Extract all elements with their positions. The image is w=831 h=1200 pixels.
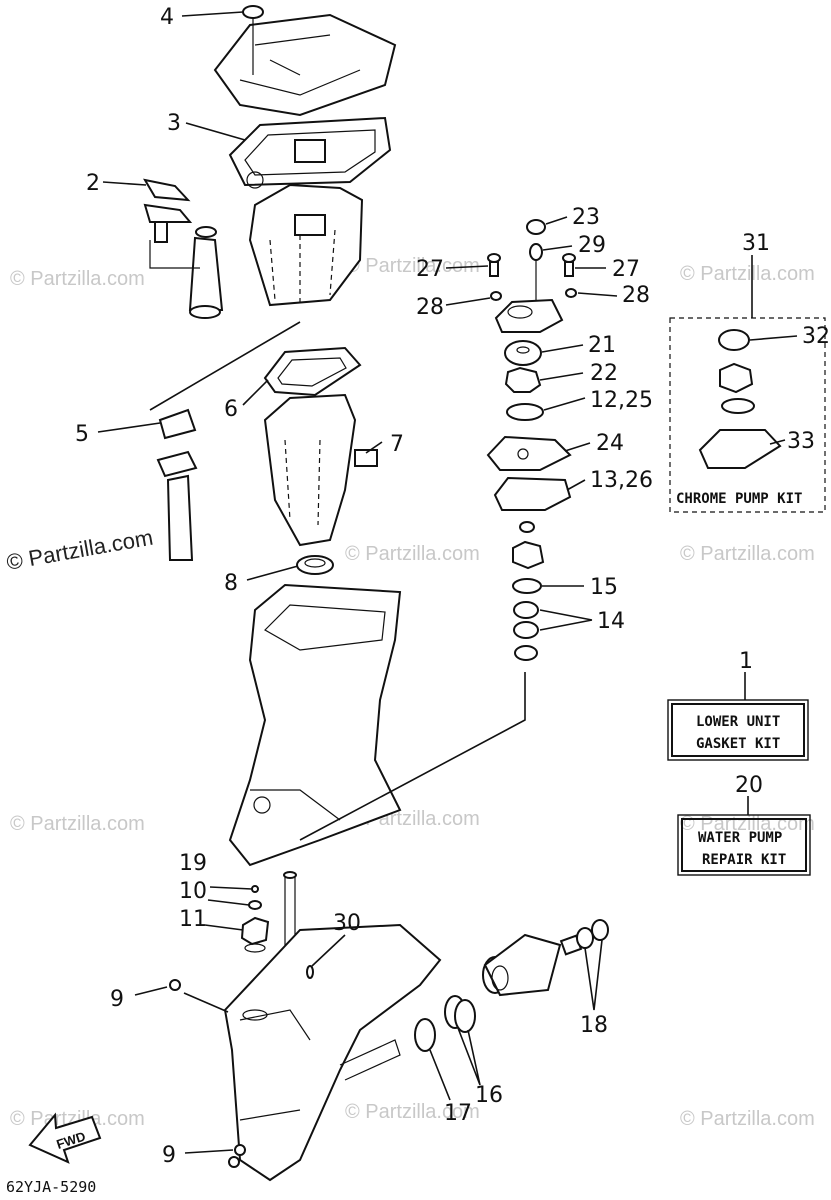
callout-16: 16 bbox=[475, 1083, 503, 1108]
chrome-pump-kit-box: CHROME PUMP KIT bbox=[669, 255, 826, 513]
callout-numbers: 4 3 2 5 6 7 8 9 9 19 10 11 30 23 29 27 2… bbox=[75, 5, 830, 1168]
part-upper-housing bbox=[248, 183, 364, 307]
water-pump-repair-kit-box: WATER PUMP REPAIR KIT bbox=[677, 796, 811, 876]
lower-unit-kit-line1: LOWER UNIT bbox=[696, 714, 780, 730]
callout-30: 30 bbox=[333, 911, 361, 936]
watermark: © Partzilla.com bbox=[10, 1108, 145, 1130]
callout-1: 1 bbox=[739, 649, 753, 674]
part-seal-8 bbox=[296, 555, 334, 575]
callout-33: 33 bbox=[787, 429, 815, 454]
callout-15: 15 bbox=[590, 575, 618, 600]
lower-unit-gasket-kit-box: LOWER UNIT GASKET KIT bbox=[667, 672, 809, 761]
callout-5: 5 bbox=[75, 422, 89, 447]
watermark: © Partzilla.com bbox=[345, 1101, 480, 1123]
callout-17: 17 bbox=[444, 1101, 472, 1126]
callout-28: 28 bbox=[416, 295, 444, 320]
callout-19: 19 bbox=[179, 851, 207, 876]
callout-3: 3 bbox=[167, 111, 181, 136]
part-gasket-5 bbox=[149, 321, 301, 561]
watermark: © Partzilla.com bbox=[5, 525, 155, 575]
water-pump-kit-line1: WATER PUMP bbox=[698, 830, 782, 846]
part-gasket-3 bbox=[228, 116, 392, 189]
fwd-arrow-icon: FWD bbox=[28, 1112, 102, 1164]
callout-23: 23 bbox=[572, 205, 600, 230]
part-bearing-housing bbox=[414, 919, 609, 1052]
callout-11: 11 bbox=[179, 907, 207, 932]
callout-27: 27 bbox=[416, 257, 444, 282]
callout-10: 10 bbox=[179, 879, 207, 904]
part-upper-plate bbox=[213, 5, 397, 117]
watermark: © Partzilla.com bbox=[680, 543, 815, 565]
callout-31: 31 bbox=[742, 231, 770, 256]
callout-7: 7 bbox=[390, 432, 404, 457]
water-pump-kit-line2: REPAIR KIT bbox=[702, 852, 786, 868]
callout-24: 24 bbox=[596, 431, 624, 456]
watermark: © Partzilla.com bbox=[10, 813, 145, 835]
watermark: © Partzilla.com bbox=[10, 268, 145, 290]
part-lower-case bbox=[169, 871, 442, 1182]
watermark: © Partzilla.com bbox=[345, 543, 480, 565]
part-gasket-6 bbox=[263, 346, 362, 397]
callout-29: 29 bbox=[578, 233, 606, 258]
watermark: © Partzilla.com bbox=[345, 255, 480, 277]
callout-13-26: 13,26 bbox=[590, 468, 653, 493]
callout-14: 14 bbox=[597, 609, 625, 634]
callout-28: 28 bbox=[622, 283, 650, 308]
diagram-code: 62YJA-5290 bbox=[6, 1178, 96, 1196]
callout-8: 8 bbox=[224, 571, 238, 596]
part-mount-7 bbox=[354, 449, 378, 467]
callout-20: 20 bbox=[735, 773, 763, 798]
callout-22: 22 bbox=[590, 361, 618, 386]
watermarks: © Partzilla.com © Partzilla.com © Partzi… bbox=[5, 255, 815, 1130]
callout-4: 4 bbox=[160, 5, 174, 30]
callout-27: 27 bbox=[612, 257, 640, 282]
callout-21: 21 bbox=[588, 333, 616, 358]
leader-lines bbox=[97, 11, 798, 1154]
lower-unit-kit-line2: GASKET KIT bbox=[696, 736, 780, 752]
callout-9: 9 bbox=[162, 1143, 176, 1168]
callout-12-25: 12,25 bbox=[590, 388, 653, 413]
callout-32: 32 bbox=[802, 324, 830, 349]
watermark: © Partzilla.com bbox=[680, 263, 815, 285]
callout-18: 18 bbox=[580, 1013, 608, 1038]
part-driveshaft-housing bbox=[228, 583, 402, 867]
part-water-pump-stack bbox=[486, 219, 577, 661]
chrome-pump-kit-label: CHROME PUMP KIT bbox=[676, 491, 802, 507]
part-exhaust-guide bbox=[263, 393, 357, 547]
part-brackets-2 bbox=[143, 178, 224, 319]
callout-6: 6 bbox=[224, 397, 238, 422]
watermark: © Partzilla.com bbox=[680, 1108, 815, 1130]
callout-9: 9 bbox=[110, 987, 124, 1012]
callout-2: 2 bbox=[86, 171, 100, 196]
